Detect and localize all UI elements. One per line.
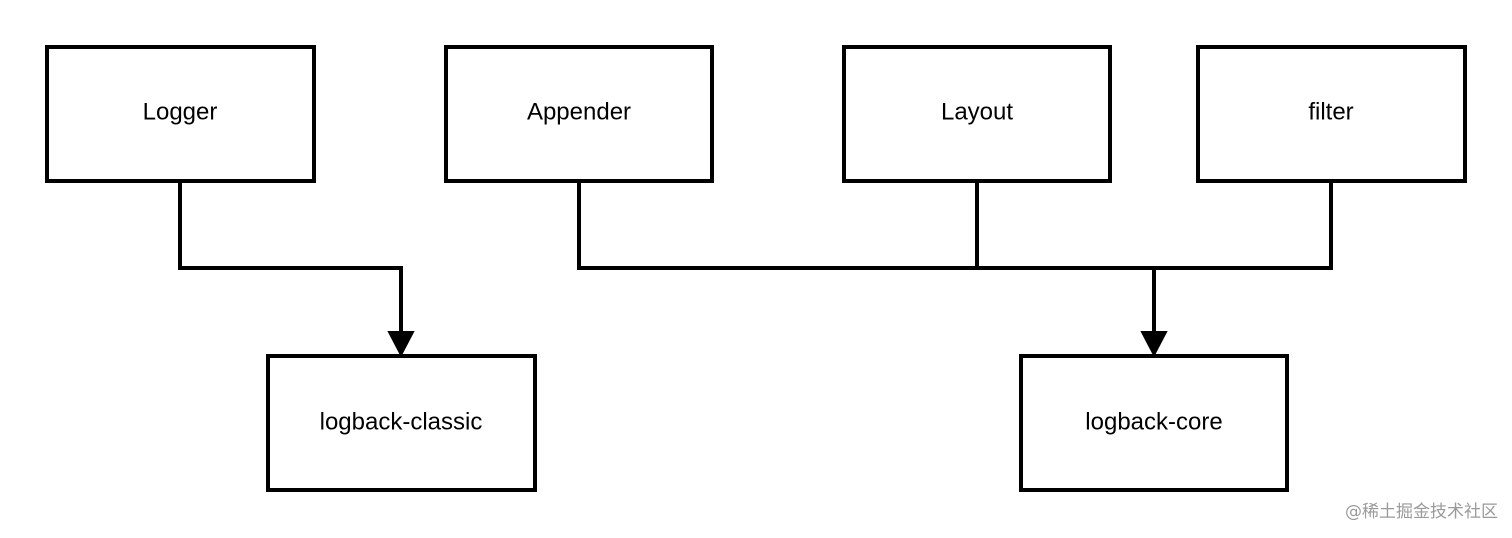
node-logback-classic-label: logback-classic [320,408,483,435]
arrowhead-logback-classic [387,331,415,358]
node-filter: filter [1196,45,1467,183]
edges [178,181,1333,358]
node-layout-label: Layout [941,98,1013,125]
edge-logger-to-logback-classic [178,181,403,336]
edge-appender-branch [577,181,1333,270]
node-filter-label: filter [1308,98,1353,125]
node-logback-core: logback-core [1019,354,1289,492]
node-logger-label: Logger [143,98,218,125]
node-layout: Layout [842,45,1112,183]
watermark-text: @稀土掘金技术社区 [1345,502,1498,522]
node-logback-classic: logback-classic [266,354,537,492]
node-appender: Appender [444,45,714,183]
node-appender-label: Appender [527,98,631,125]
arrowhead-logback-core [1140,331,1168,358]
node-logger: Logger [45,45,316,183]
node-logback-core-label: logback-core [1085,408,1222,435]
